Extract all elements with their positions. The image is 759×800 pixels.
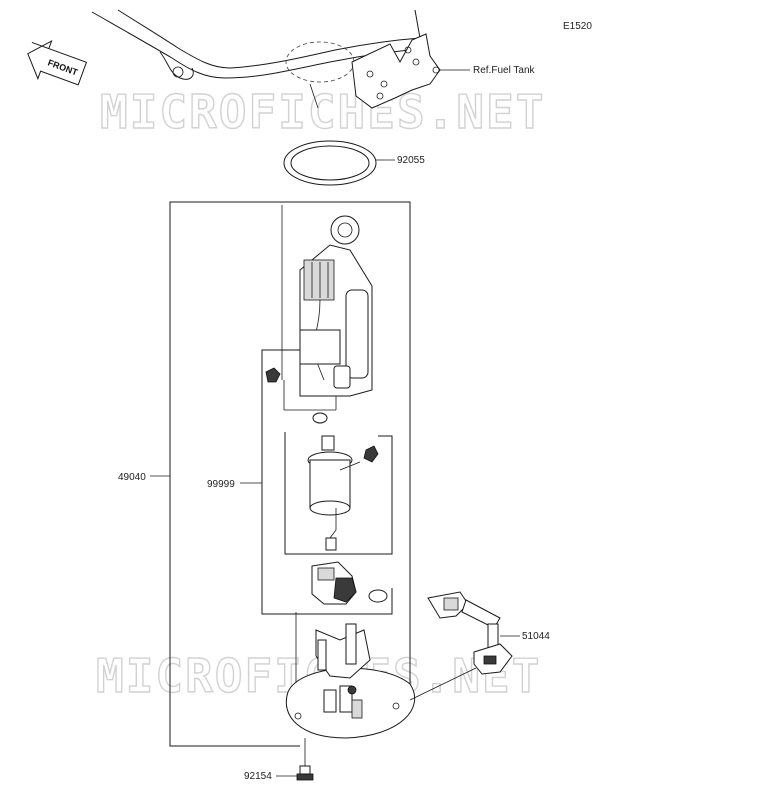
callout-pump-sub: 99999 bbox=[207, 479, 235, 490]
fuel-filter bbox=[311, 561, 357, 605]
o-ring-small bbox=[312, 412, 328, 424]
fuel-pump-housing bbox=[283, 215, 373, 411]
o-ring-right bbox=[368, 589, 388, 603]
watermark-top: MICROFICHES.NET bbox=[100, 85, 545, 139]
callout-pump-assy: 49040 bbox=[118, 472, 146, 483]
front-arrow-icon: FRONT bbox=[27, 40, 88, 86]
callout-ref-fuel-tank: Ref.Fuel Tank bbox=[473, 65, 536, 76]
bolt bbox=[296, 765, 314, 781]
wire-connector bbox=[427, 591, 513, 675]
nut-small bbox=[265, 367, 281, 383]
callout-gasket: 92055 bbox=[397, 155, 425, 166]
pump-base-plate bbox=[285, 623, 416, 739]
callout-connector: 51044 bbox=[522, 631, 550, 642]
diagram-code: E1520 bbox=[563, 21, 592, 32]
screw-small bbox=[363, 445, 379, 463]
fuel-tank bbox=[91, 9, 421, 109]
fuel-pump-motor bbox=[307, 435, 361, 551]
assembly-bracket-left bbox=[169, 201, 300, 747]
callout-bolt: 92154 bbox=[244, 771, 272, 782]
sub-bracket bbox=[261, 349, 393, 615]
